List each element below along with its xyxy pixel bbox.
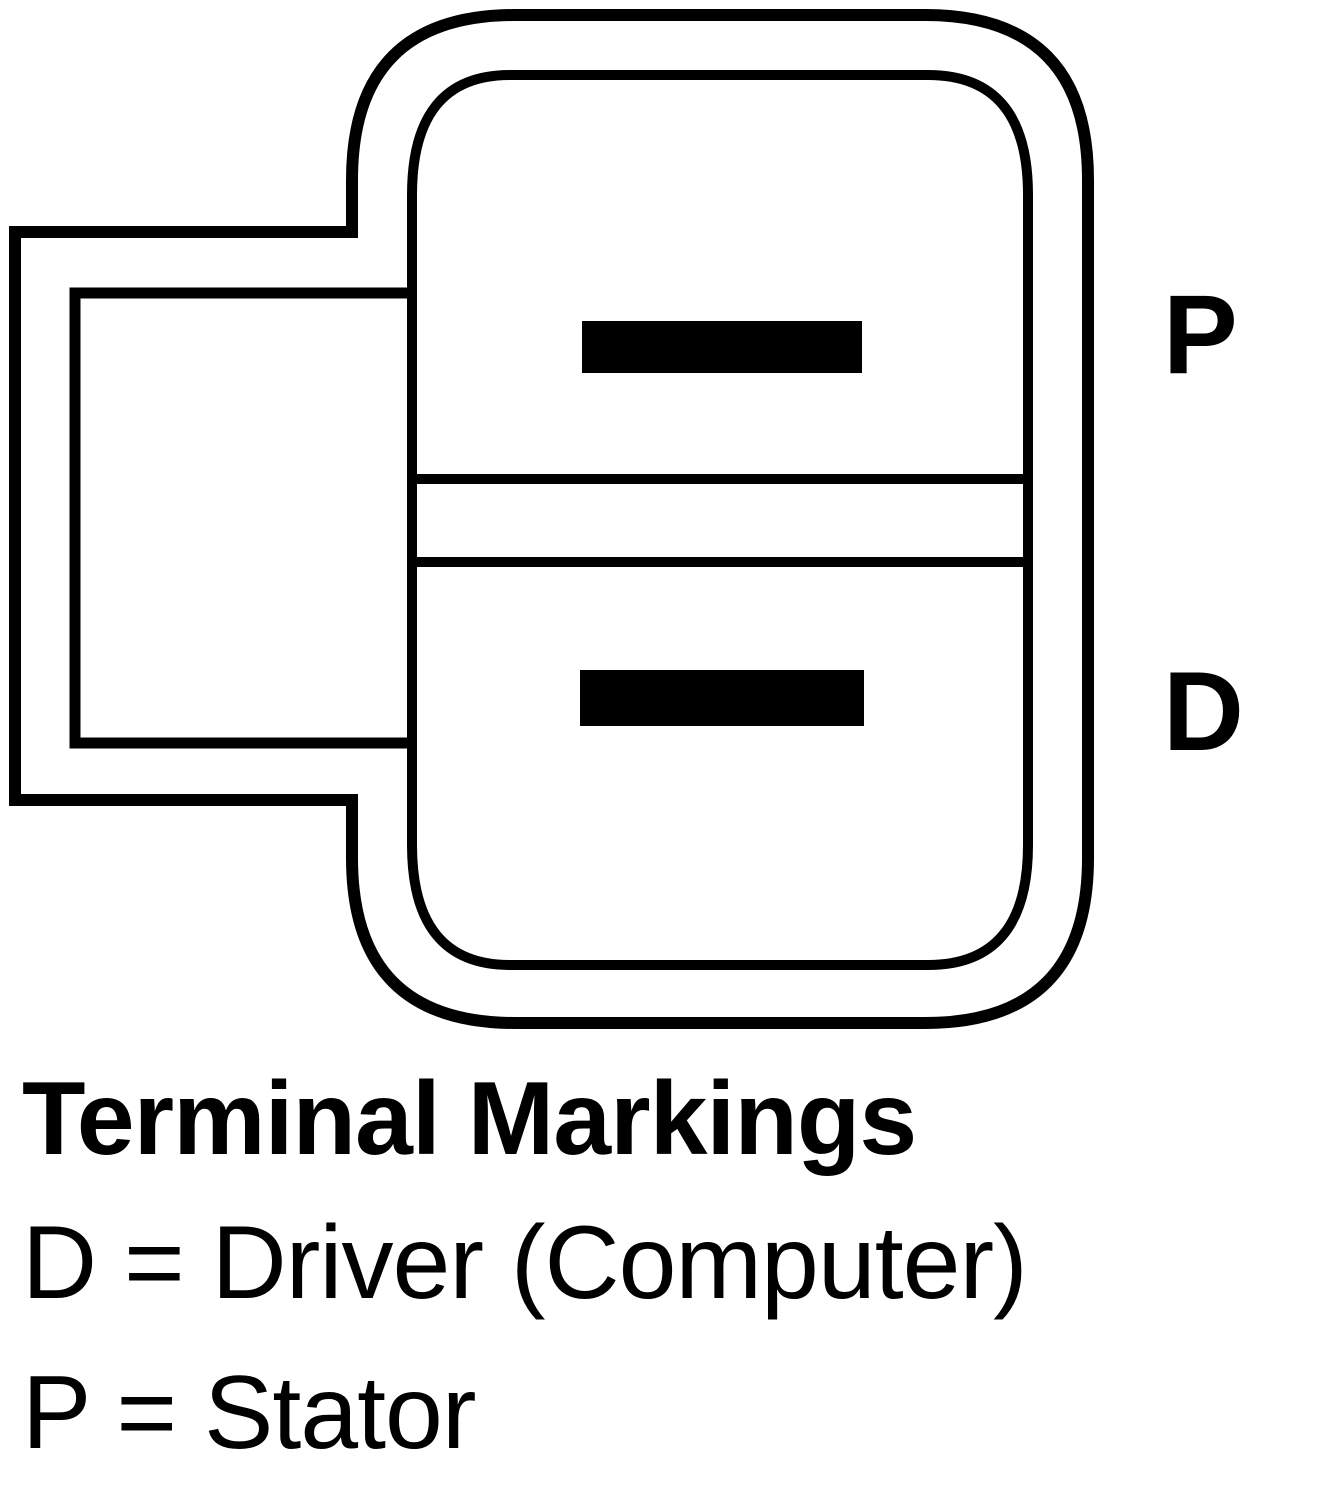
connector-inner-face bbox=[407, 70, 1033, 970]
connector-diagram: P D bbox=[9, 9, 1244, 1029]
terminal-legend: Terminal Markings D = Driver (Computer) … bbox=[22, 1050, 1332, 1488]
terminal-p-blade bbox=[582, 321, 862, 373]
terminal-p-label: P bbox=[1163, 272, 1238, 397]
terminal-d-label: D bbox=[1163, 649, 1244, 774]
terminal-d-blade bbox=[580, 670, 864, 726]
legend-line-stator: P = Stator bbox=[22, 1355, 476, 1471]
connector-side-tab bbox=[69, 287, 412, 749]
legend-line-driver: D = Driver (Computer) bbox=[22, 1205, 1028, 1321]
legend-title: Terminal Markings bbox=[22, 1061, 917, 1177]
connector-outer-housing bbox=[9, 9, 1094, 1029]
